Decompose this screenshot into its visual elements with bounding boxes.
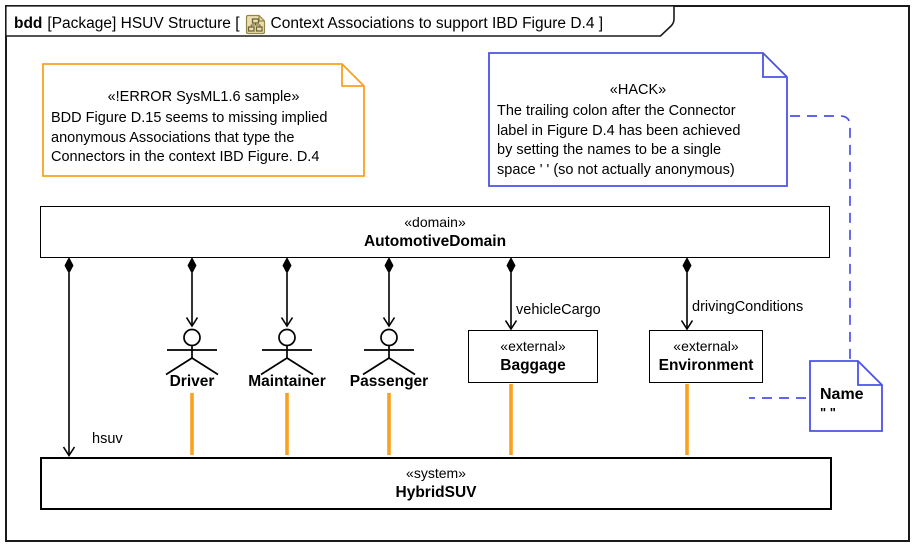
note-outline [42,63,365,177]
hack-note[interactable]: «HACK» The trailing colon after the Conn… [488,52,788,187]
error-note-line: anonymous Associations that type the [51,129,295,146]
title-tab-shape [5,5,675,37]
diagram-title: bdd [Package] HSUV Structure [ Context A… [14,12,603,36]
block-stereotype: «external» [673,338,739,354]
icon-node-right [255,25,263,32]
icon-links [250,22,261,27]
error-note-stereotype: «!ERROR SysML1.6 sample» [107,89,300,105]
note-outline [809,360,883,432]
actor-label-maintainer[interactable]: Maintainer [248,373,326,390]
hack-note-line: label in Figure D.4 has been achieved [497,122,741,139]
name-note[interactable]: Name " " [809,360,883,432]
note-fold-corner-icon [762,53,787,78]
block-hybrid-suv[interactable]: «system» HybridSUV [40,457,832,510]
block-name: Baggage [500,357,566,374]
block-stereotype: «system» [406,465,466,481]
error-note[interactable]: «!ERROR SysML1.6 sample» BDD Figure D.15… [42,63,365,177]
hack-note-line: The trailing colon after the Connector [497,103,736,119]
edge-label-driving-conditions[interactable]: drivingConditions [692,299,804,315]
hack-note-stereotype: «HACK» [609,82,667,98]
diagram-kind-label: bdd [14,15,43,32]
error-note-shape [42,63,365,177]
edge-label-vehicle-cargo[interactable]: vehicleCargo [516,302,601,318]
actor-label-driver[interactable]: Driver [169,373,215,390]
block-automotive-domain[interactable]: «domain» AutomotiveDomain [40,206,830,258]
block-stereotype: «domain» [404,213,466,230]
block-environment[interactable]: «external» Environment [649,330,763,383]
block-name: Environment [658,357,754,374]
error-note-line: BDD Figure D.15 seems to missing implied [51,110,328,126]
diagram-context-label: [Package] HSUV Structure [ [47,15,240,32]
block-stereotype: «external» [500,338,566,354]
diagram-title-tab [5,5,675,37]
note-fold-corner-icon [341,64,364,87]
name-note-value: " " [820,405,836,420]
name-note-shape [809,360,883,432]
error-note-line: Connectors in the context IBD Figure. D.… [51,149,320,165]
diagram-name-label: Context Associations to support IBD Figu… [270,15,604,32]
name-note-title: Name [820,386,864,403]
bdd-diagram-icon [245,14,265,34]
note-outline [488,52,788,187]
hack-note-line: by setting the names to be a single [497,142,722,158]
hack-note-line: space ' ' (so not actually anonymous) [497,161,735,178]
actor-label-passenger[interactable]: Passenger [349,373,429,390]
block-name: HybridSUV [395,484,477,501]
block-baggage[interactable]: «external» Baggage [468,330,598,383]
hack-note-shape [488,52,788,187]
edge-label-hsuv[interactable]: hsuv [92,431,123,447]
block-name: AutomotiveDomain [363,232,507,250]
note-fold-corner-icon [857,361,882,386]
